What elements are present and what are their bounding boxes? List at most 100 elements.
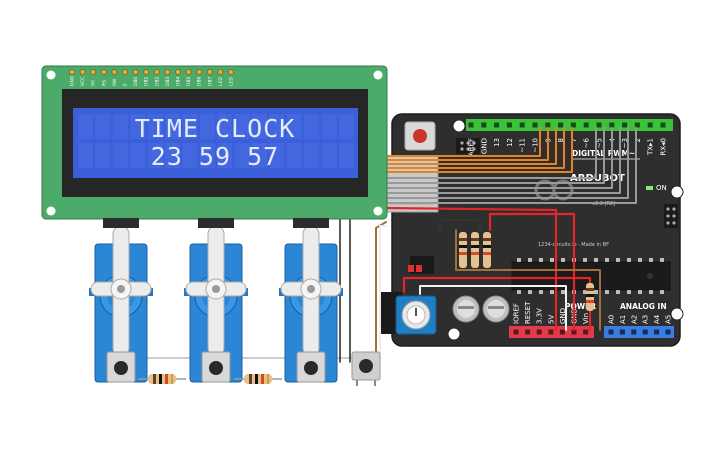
power-pin[interactable] [583, 329, 589, 335]
lcd-pin [111, 68, 118, 76]
on-led [646, 186, 653, 190]
digital-pin-label: ~10 [532, 138, 540, 153]
mounting-hole [46, 70, 56, 80]
power-pin-label: IOREF [513, 303, 521, 324]
reset-button[interactable] [404, 121, 436, 151]
lcd-pin-label: DB0 [133, 76, 139, 86]
lcd-pin [79, 68, 86, 76]
analog-pin[interactable] [608, 329, 614, 335]
digital-pin-label: ~11 [519, 138, 527, 153]
lcd-pin-label: LED [218, 77, 224, 86]
resistor [234, 374, 282, 384]
resistor [483, 232, 491, 268]
power-pin[interactable] [548, 329, 554, 335]
icsp-header [456, 138, 480, 154]
power-label: POWER [565, 302, 596, 311]
lcd-pin-label: DB2 [154, 76, 160, 86]
digital-pin[interactable] [634, 122, 640, 128]
power-pin[interactable] [513, 329, 519, 335]
power-pin-label: Vin [582, 313, 590, 324]
digital-pin[interactable] [481, 122, 487, 128]
digital-pin-label: AREF [468, 138, 476, 156]
lcd-line-2: 23 59 57 [151, 142, 279, 171]
lcd-pin [196, 68, 203, 76]
resistor [459, 232, 467, 268]
resistor [471, 232, 479, 268]
lcd-pin-label: LED [229, 77, 235, 86]
digital-pin[interactable] [583, 122, 589, 128]
lcd-pin [121, 68, 129, 76]
push-button[interactable] [351, 351, 381, 386]
mounting-hole [670, 185, 684, 199]
digital-pin[interactable] [660, 122, 666, 128]
lcd-line-1: TIME CLOCK [135, 114, 296, 143]
lcd-pin [68, 68, 76, 76]
analog-pin[interactable] [654, 329, 660, 335]
mounting-hole [447, 327, 461, 341]
digital-pin-label: ~3 [621, 138, 629, 148]
digital-pin-label: 13 [493, 138, 501, 147]
power-pin[interactable] [525, 329, 531, 335]
digital-pin[interactable] [622, 122, 628, 128]
digital-pin[interactable] [506, 122, 512, 128]
mounting-hole [452, 119, 466, 133]
digital-pin[interactable] [468, 122, 474, 128]
digital-pin[interactable] [558, 122, 564, 128]
mounting-hole [46, 206, 56, 216]
icsp-header [664, 204, 678, 228]
digital-pin[interactable] [570, 122, 576, 128]
power-pin[interactable] [559, 329, 565, 335]
servo-motor [89, 218, 153, 383]
digital-pin[interactable] [647, 122, 653, 128]
analog-pin[interactable] [665, 329, 671, 335]
digital-pin[interactable] [596, 122, 602, 128]
analog-pin[interactable] [631, 329, 637, 335]
analog-pin[interactable] [642, 329, 648, 335]
digital-pin-label: ~6 [583, 137, 591, 148]
lcd-pin-label: RS [101, 80, 107, 86]
digital-pin[interactable] [609, 122, 615, 128]
lcd-pin [90, 68, 97, 76]
digital-pin-label: 7 [570, 138, 578, 142]
lcd-pin-label: RW [112, 78, 118, 86]
digital-pin[interactable] [519, 122, 525, 128]
analog-pin-label: A2 [630, 315, 638, 324]
lcd-pin [132, 68, 139, 76]
lcd-pin [164, 68, 171, 76]
digital-pin-label: RX◂0 [660, 138, 668, 156]
lcd-pin [153, 68, 160, 76]
power-pin-label: RESET [524, 301, 532, 324]
wires [109, 127, 637, 363]
resistor [586, 283, 594, 311]
digital-pin-label: ~5 [596, 138, 604, 148]
analog-label: ANALOG IN [620, 302, 667, 311]
analog-header [604, 326, 674, 338]
digital-header [466, 119, 673, 131]
digital-pin-label: 2 [634, 138, 642, 142]
digital-pin-label: TX▸1 [647, 138, 655, 156]
potentiometer[interactable] [395, 295, 437, 335]
lcd-pin-label: GND [70, 75, 76, 86]
lcd-pin-label: VCC [80, 77, 86, 86]
arduino-brand: ARDUBOT [570, 173, 625, 184]
lcd-pin-label: DB4 [176, 76, 182, 86]
lcd-pin [174, 68, 182, 76]
analog-pin-label: A1 [619, 315, 627, 324]
analog-pin[interactable] [619, 329, 625, 335]
lcd-pin-label: DB6 [197, 76, 203, 86]
analog-pin-label: A5 [665, 315, 673, 324]
lcd-pin [100, 68, 107, 76]
digital-pin[interactable] [545, 122, 551, 128]
power-pin-label: 5V [547, 315, 555, 324]
analog-pin-label: A4 [653, 314, 661, 324]
mounting-hole [373, 206, 383, 216]
lcd-pin [185, 68, 192, 76]
digital-pin[interactable] [532, 122, 538, 128]
lcd-pin [217, 68, 224, 76]
power-pin[interactable] [536, 329, 542, 335]
power-pin[interactable] [571, 329, 577, 335]
digital-pin-label: GND [480, 138, 488, 154]
digital-pin[interactable] [494, 122, 500, 128]
